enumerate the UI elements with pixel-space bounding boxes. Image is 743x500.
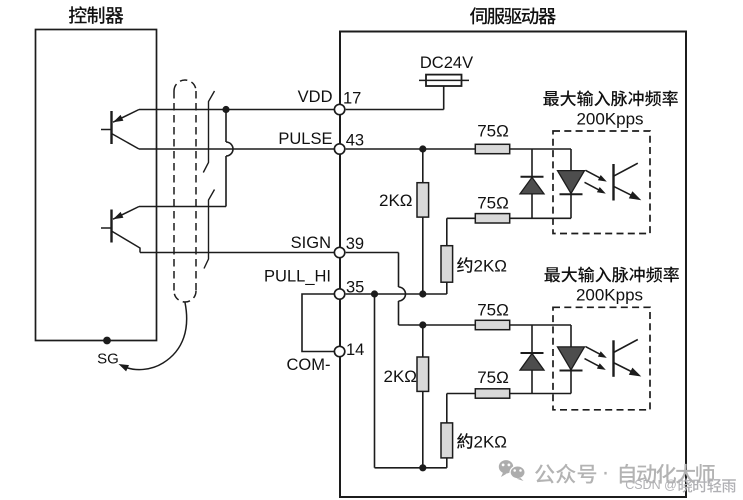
- svg-text:43: 43: [346, 131, 364, 149]
- svg-text:14: 14: [346, 341, 364, 359]
- svg-text:75Ω: 75Ω: [477, 194, 509, 213]
- svg-text:PULSE: PULSE: [278, 130, 332, 148]
- svg-text:75Ω: 75Ω: [477, 122, 509, 141]
- svg-text:DC24V: DC24V: [420, 54, 473, 72]
- svg-text:200Kpps: 200Kpps: [576, 109, 643, 128]
- svg-text:200Kpps: 200Kpps: [576, 285, 643, 304]
- svg-text:75Ω: 75Ω: [477, 301, 509, 320]
- svg-text:39: 39: [346, 235, 364, 253]
- svg-text:2KΩ: 2KΩ: [379, 191, 413, 210]
- svg-text:2KΩ: 2KΩ: [474, 433, 508, 452]
- svg-text:CSDN @: CSDN @: [625, 478, 677, 492]
- svg-text:2KΩ: 2KΩ: [383, 367, 417, 386]
- svg-text:SIGN: SIGN: [291, 234, 331, 252]
- svg-text:35: 35: [346, 279, 364, 297]
- svg-text:COM-: COM-: [287, 356, 331, 374]
- svg-text:2KΩ: 2KΩ: [474, 257, 508, 276]
- svg-text:SG: SG: [97, 351, 119, 368]
- svg-text:17: 17: [343, 90, 361, 108]
- svg-text:·: ·: [602, 459, 610, 486]
- svg-text:VDD: VDD: [298, 88, 333, 106]
- svg-text:75Ω: 75Ω: [477, 368, 509, 387]
- svg-text:PULL_HI: PULL_HI: [264, 268, 331, 286]
